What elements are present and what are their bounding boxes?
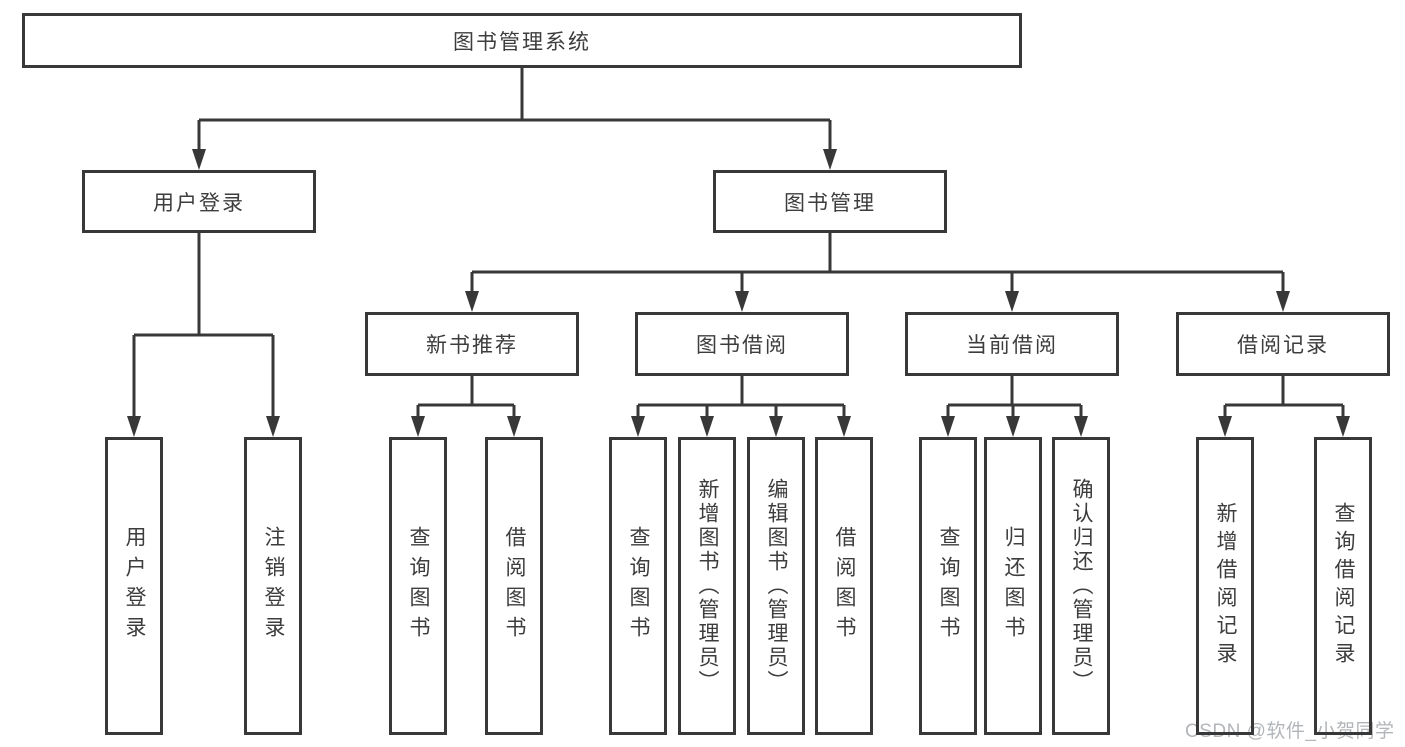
leaf-confirm-return-admin: 确认归还（管理员） — [1052, 437, 1110, 735]
leaf-add-book-admin-label: 新增图书（管理员） — [696, 478, 719, 694]
leaf-borrow-books-borrowing: 借阅图书 — [815, 437, 873, 735]
leaf-query-books-current-label: 查询图书 — [937, 526, 960, 646]
node-book-management-label: 图书管理 — [784, 191, 876, 215]
leaf-return-book-label: 归还图书 — [1002, 526, 1025, 646]
leaf-query-books-borrowing: 查询图书 — [609, 437, 667, 735]
leaf-query-borrow-record-label: 查询借阅记录 — [1332, 502, 1355, 670]
leaf-logout-label: 注销登录 — [262, 526, 285, 646]
node-book-borrowing-label: 图书借阅 — [696, 334, 788, 357]
leaf-add-book-admin: 新增图书（管理员） — [678, 437, 736, 735]
node-current-borrowing: 当前借阅 — [905, 312, 1119, 376]
leaf-logout: 注销登录 — [244, 437, 302, 735]
leaf-query-books-recommend-label: 查询图书 — [407, 526, 430, 646]
node-library-system-label: 图书管理系统 — [453, 30, 591, 54]
leaf-edit-book-admin: 编辑图书（管理员） — [747, 437, 805, 735]
leaf-user-login: 用户登录 — [105, 437, 163, 735]
leaf-query-books-recommend: 查询图书 — [389, 437, 447, 735]
csdn-watermark: CSDN @软件_小贺同学 — [1185, 721, 1395, 742]
leaf-confirm-return-admin-label: 确认归还（管理员） — [1070, 478, 1093, 694]
leaf-add-borrow-record: 新增借阅记录 — [1196, 437, 1254, 735]
node-borrowing-records-label: 借阅记录 — [1237, 334, 1329, 357]
leaf-borrow-books-recommend: 借阅图书 — [485, 437, 543, 735]
node-book-borrowing: 图书借阅 — [635, 312, 849, 376]
leaf-add-borrow-record-label: 新增借阅记录 — [1214, 502, 1237, 670]
node-library-system: 图书管理系统 — [22, 13, 1022, 68]
leaf-return-book: 归还图书 — [984, 437, 1042, 735]
node-user-login: 用户登录 — [82, 170, 316, 233]
node-borrowing-records: 借阅记录 — [1176, 312, 1390, 376]
arrowheads — [127, 149, 1350, 437]
leaf-edit-book-admin-label: 编辑图书（管理员） — [765, 478, 788, 694]
node-new-book-recommend: 新书推荐 — [365, 312, 579, 376]
leaf-query-books-borrowing-label: 查询图书 — [627, 526, 650, 646]
node-new-book-recommend-label: 新书推荐 — [426, 334, 518, 357]
leaf-query-borrow-record: 查询借阅记录 — [1314, 437, 1372, 735]
node-book-management: 图书管理 — [713, 170, 947, 233]
leaf-borrow-books-borrowing-label: 借阅图书 — [833, 526, 856, 646]
node-current-borrowing-label: 当前借阅 — [966, 334, 1058, 357]
leaf-user-login-label: 用户登录 — [123, 526, 146, 646]
leaf-query-books-current: 查询图书 — [919, 437, 977, 735]
leaf-borrow-books-recommend-label: 借阅图书 — [503, 526, 526, 646]
node-user-login-label: 用户登录 — [153, 191, 245, 215]
